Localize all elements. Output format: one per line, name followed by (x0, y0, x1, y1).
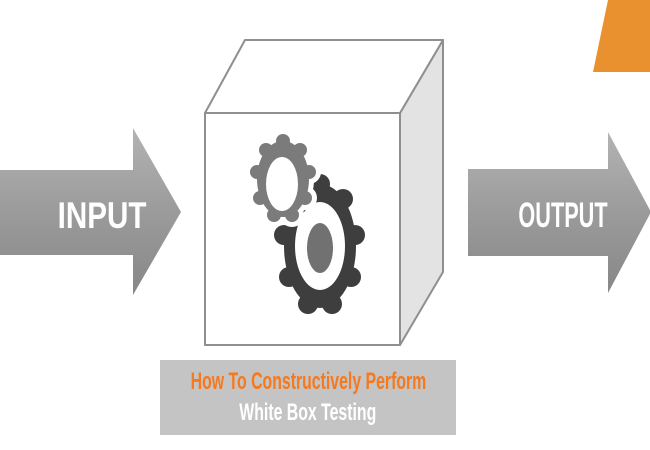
caption-banner: How To Constructively Perform White Box … (160, 360, 456, 435)
small-gear-icon (250, 134, 316, 222)
banner-subheading: White Box Testing (239, 398, 377, 426)
banner-heading: How To Constructively Perform (190, 368, 426, 396)
large-gear-hub (307, 223, 333, 273)
output-right-arrow-icon (468, 132, 650, 293)
input-right-arrow-icon (0, 128, 181, 295)
orange-corner-accent (593, 0, 650, 72)
small-gear-hole (266, 157, 298, 211)
cube-top-face (204, 39, 444, 114)
